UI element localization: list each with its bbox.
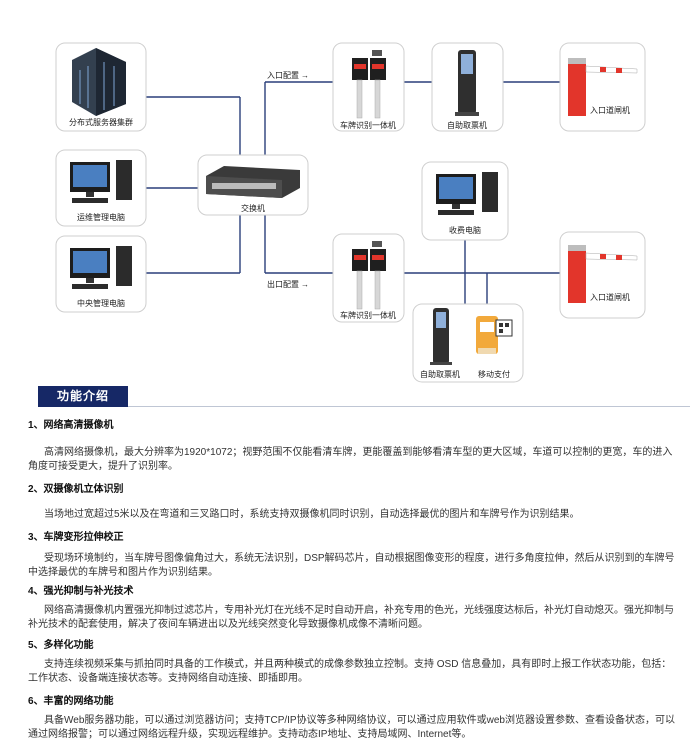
mobile-pay-icon (476, 316, 513, 354)
desktop-computer-icon (436, 172, 498, 215)
node-toll-pc: 收费电脑 (421, 161, 509, 241)
barrier-gate-icon (568, 58, 638, 116)
feature-description: 受现场环境制约，当车牌号图像偏角过大，系统无法识别，DSP解码芯片，自动根据图像… (28, 553, 675, 578)
feature-title: 6、丰富的网络功能 (28, 696, 114, 707)
node-ops-pc: 运维管理电脑 (55, 149, 147, 227)
feature-title: 3、车牌变形拉伸校正 (28, 532, 124, 543)
feature-title: 5、多样化功能 (28, 640, 94, 651)
label-switch: 交换机 (241, 203, 265, 213)
lpr-camera-icon (352, 241, 386, 310)
label-exit-kiosk: 自助取票机 (420, 369, 460, 379)
feature-description: 支持连续视频采集与抓拍同时具备的工作模式，并且两种模式的成像参数独立控制。支持 … (28, 659, 672, 684)
server-rack-icon (72, 48, 126, 116)
label-entry-lpr: 车牌识别一体机 (340, 120, 396, 130)
desktop-computer-icon (70, 160, 132, 203)
feature-description: 网络高清摄像机内置强光抑制过滤芯片，专用补光灯在光线不足时自动开启，补充专用的色… (28, 605, 674, 630)
feature-item: 6、丰富的网络功能 具备Web服务器功能，可以通过浏览器访问；支持TCP/IP协… (28, 694, 676, 744)
barrier-gate-icon (568, 245, 638, 303)
arrow-entry-config: → (301, 71, 309, 80)
node-server-cluster: 分布式服务器集群 (55, 42, 147, 132)
label-mobile-pay: 移动支付 (478, 369, 510, 379)
label-exit-gate: 入口道闸机 (590, 292, 630, 302)
feature-item: 1、网络高清摄像机 高清网络摄像机，最大分辨率为1920*1072；视野范围不仅… (28, 418, 676, 482)
node-entry-kiosk: 自助取票机 (431, 42, 504, 132)
node-exit-gate: 入口道闸机 (559, 231, 646, 319)
network-switch-icon (206, 166, 300, 198)
node-switch: 交换机 (197, 154, 309, 216)
label-exit-config: 出口配置 (267, 279, 299, 289)
feature-item: 2、双摄像机立体识别 当场地过宽超过5米以及在弯道和三叉路口时，系统支持双摄像机… (28, 482, 676, 530)
feature-title: 2、双摄像机立体识别 (28, 484, 124, 495)
ticket-kiosk-icon (430, 308, 452, 365)
label-entry-kiosk: 自助取票机 (447, 120, 487, 130)
feature-item: 3、车牌变形拉伸校正 受现场环境制约，当车牌号图像偏角过大，系统无法识别，DSP… (28, 530, 676, 584)
label-server-cluster: 分布式服务器集群 (69, 117, 133, 127)
ticket-kiosk-icon (455, 50, 479, 116)
desktop-computer-icon (70, 246, 132, 289)
feature-description: 高清网络摄像机，最大分辨率为1920*1072；视野范围不仅能看清车牌，更能覆盖… (28, 447, 673, 472)
feature-item: 4、强光抑制与补光技术 网络高清摄像机内置强光抑制过滤芯片，专用补光灯在光线不足… (28, 584, 676, 638)
node-entry-lpr: 车牌识别一体机 (332, 42, 405, 132)
node-central-pc: 中央管理电脑 (55, 235, 147, 313)
connection-lines (146, 81, 560, 304)
arrow-exit-config: → (301, 280, 309, 289)
node-entry-gate: 入口道闸机 (559, 42, 646, 132)
label-ops-pc: 运维管理电脑 (77, 212, 125, 222)
label-entry-gate: 入口道闸机 (590, 105, 630, 115)
label-exit-lpr: 车牌识别一体机 (340, 310, 396, 320)
feature-title: 4、强光抑制与补光技术 (28, 586, 134, 597)
feature-description: 当场地过宽超过5米以及在弯道和三叉路口时，系统支持双摄像机同时识别，自动选择最优… (44, 509, 580, 520)
feature-description: 具备Web服务器功能，可以通过浏览器访问；支持TCP/IP协议等多种网络协议，可… (28, 715, 675, 740)
label-toll-pc: 收费电脑 (449, 225, 481, 235)
feature-list: 1、网络高清摄像机 高清网络摄像机，最大分辨率为1920*1072；视野范围不仅… (28, 418, 676, 744)
label-entry-config: 入口配置 (267, 71, 299, 80)
feature-title: 1、网络高清摄像机 (28, 420, 114, 431)
section-title-badge: 功能介绍 (38, 386, 128, 407)
network-topology-diagram: 分布式服务器集群 运维管理电脑 中央管理电脑 (55, 42, 646, 383)
node-exit-lpr: 车牌识别一体机 (332, 233, 405, 323)
node-exit-payment: 自助取票机 移动支付 (412, 303, 524, 383)
label-central-pc: 中央管理电脑 (77, 298, 125, 308)
section-divider (128, 406, 690, 407)
lpr-camera-icon (352, 50, 386, 119)
feature-item: 5、多样化功能 支持连续视频采集与抓拍同时具备的工作模式，并且两种模式的成像参数… (28, 638, 676, 694)
